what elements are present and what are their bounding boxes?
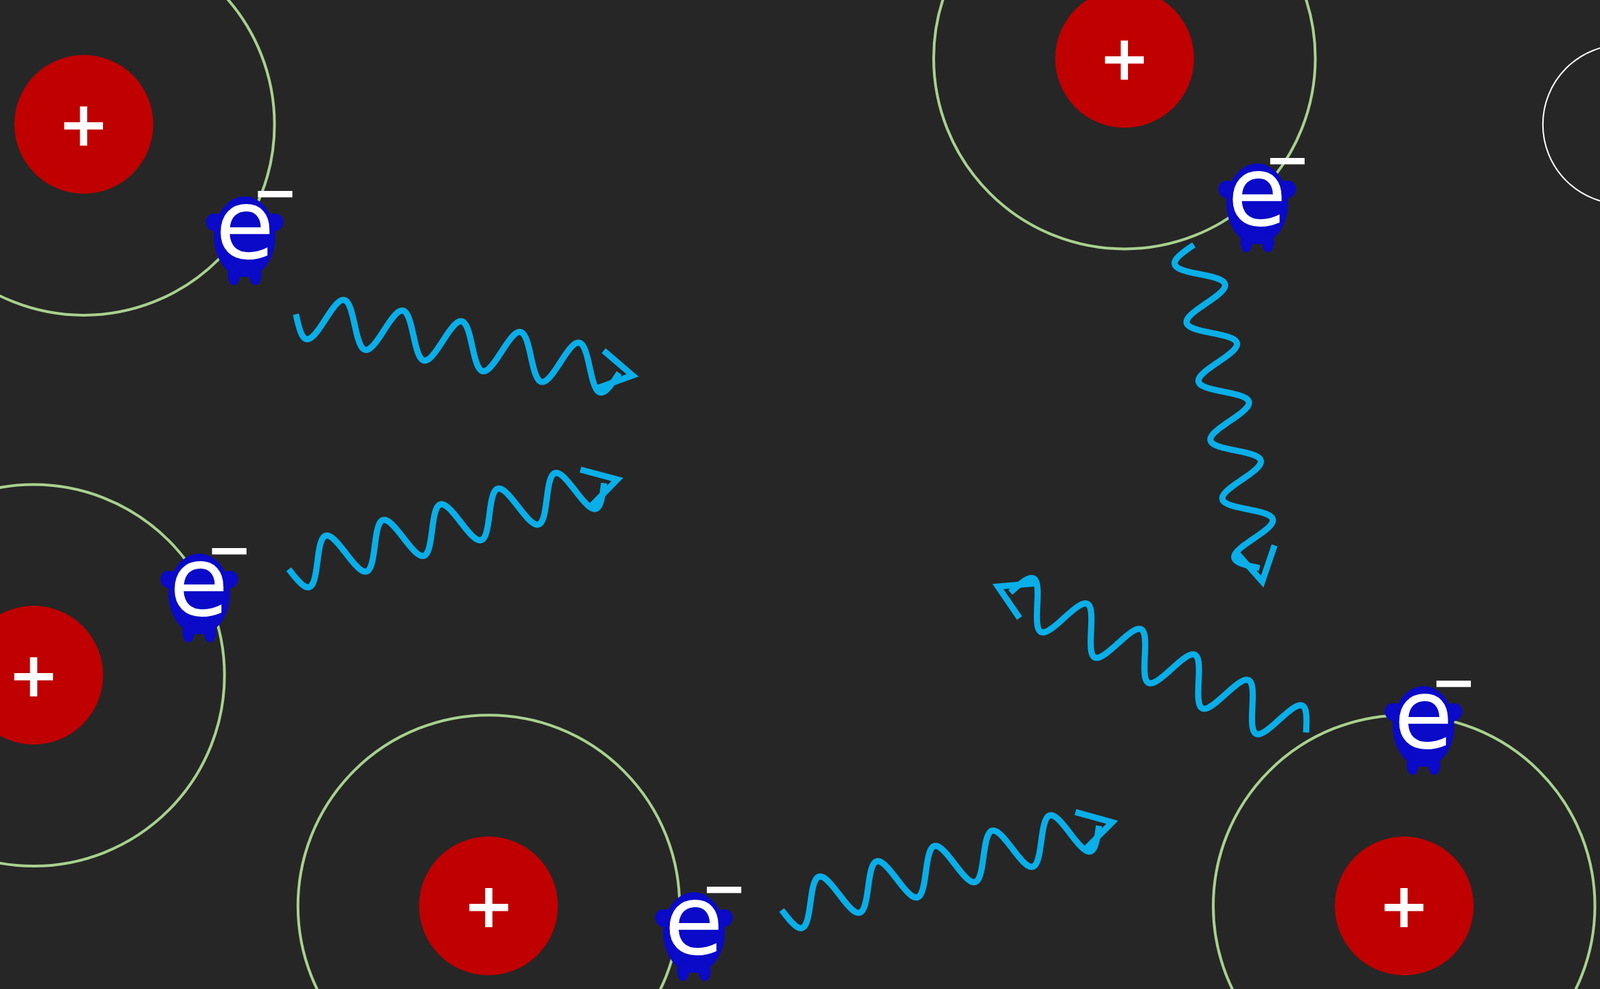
charge-sign: +: [57, 93, 110, 156]
photon-wave: [1174, 244, 1273, 569]
charge-superscript: −: [252, 165, 299, 221]
electron: e−: [169, 534, 257, 631]
charge-sign: +: [7, 644, 60, 707]
charge-superscript: −: [700, 861, 747, 917]
nucleus: +: [0, 605, 104, 745]
charge-sign: +: [463, 875, 515, 938]
photon-arrowhead: [580, 469, 618, 507]
charge-superscript: −: [1264, 132, 1311, 188]
electron-orbit: [298, 715, 681, 989]
electron: e−: [215, 177, 302, 274]
photon-wave: [288, 472, 604, 588]
photon-arrowhead: [1236, 545, 1275, 582]
electron-orbit: [0, 0, 275, 316]
charge-sign: +: [1098, 27, 1151, 90]
logo-ring: [1542, 44, 1600, 205]
photon-wave: [1010, 578, 1307, 736]
electron: e−: [1393, 667, 1481, 764]
charge-superscript: −: [206, 522, 253, 578]
charge-superscript: −: [1430, 655, 1477, 711]
photon-wave: [296, 300, 619, 393]
nucleus: +: [1055, 0, 1194, 128]
nucleus: +: [14, 54, 154, 194]
nucleus: +: [419, 836, 558, 976]
photon-arrowhead: [596, 350, 633, 389]
photon-wave: [781, 815, 1100, 929]
charge-sign: +: [1378, 875, 1430, 938]
nucleus: +: [1334, 836, 1474, 976]
electron: e−: [1227, 144, 1315, 241]
electron: e−: [664, 873, 751, 970]
photon-arrowhead: [998, 583, 1036, 619]
electron-orbit: [933, 0, 1316, 249]
photon-arrowhead: [1075, 812, 1113, 850]
